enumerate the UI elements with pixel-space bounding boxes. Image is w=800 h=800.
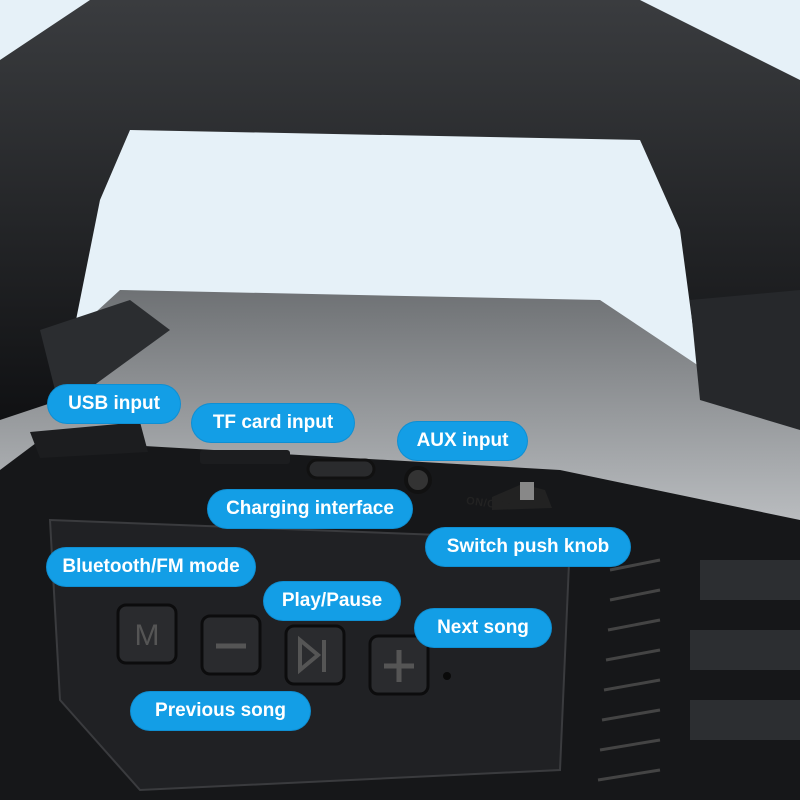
callout-tf-card-input: TF card input [192, 404, 354, 442]
type-c-port [306, 458, 376, 480]
usb-port [30, 422, 148, 458]
callout-play-pause: Play/Pause [264, 582, 400, 620]
callout-usb-input: USB input [48, 385, 180, 423]
mode-button [116, 603, 178, 665]
handle [0, 0, 800, 420]
callout-bluetooth-fm-mode: Bluetooth/FM mode [47, 548, 255, 586]
aux-jack [404, 466, 432, 494]
mode-key-label: M [135, 619, 160, 652]
grille [597, 558, 661, 782]
tf-slot [200, 450, 290, 464]
callout-next-song: Next song [415, 609, 551, 647]
indicator-led [443, 672, 451, 680]
callout-previous-song: Previous song [131, 692, 310, 730]
callout-charging-interface: Charging interface [208, 490, 412, 528]
callout-aux-input: AUX input [398, 422, 527, 460]
callout-switch-push-knob: Switch push knob [426, 528, 630, 566]
